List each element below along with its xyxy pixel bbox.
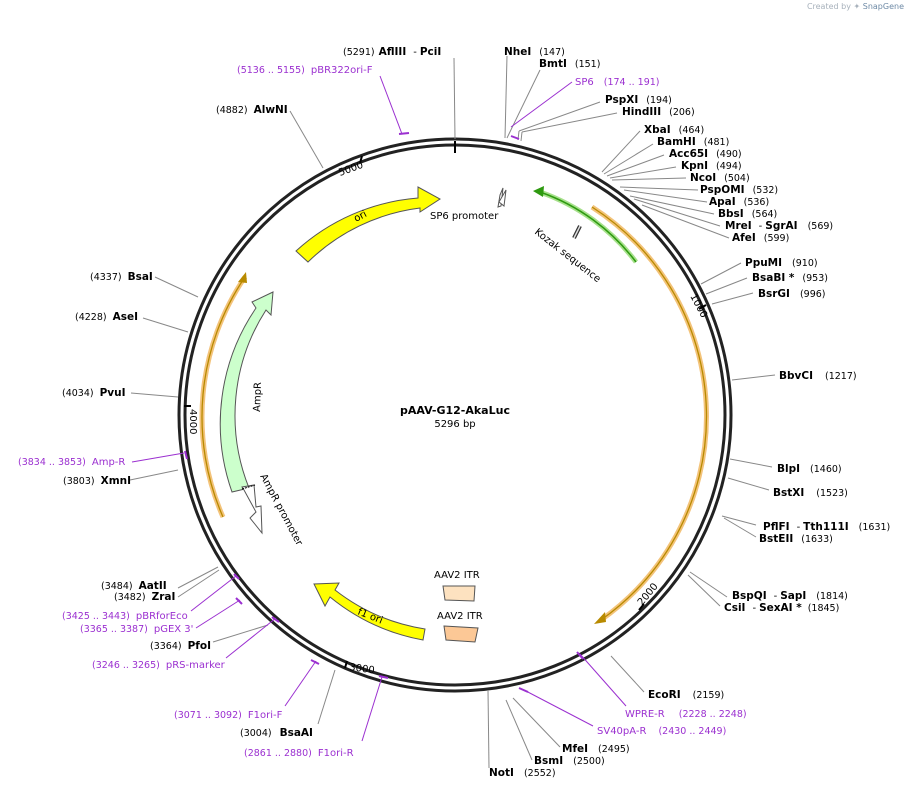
tick-label-3000: 3000: [349, 662, 376, 676]
site-kpnI[interactable]: KpnI(494): [681, 160, 742, 172]
feature-f1-ori: f1 ori: [313, 582, 426, 641]
site-leader-lines: [129, 55, 776, 769]
orf2-arrowhead-icon: [238, 272, 247, 283]
snapgene-logo-icon: ✦: [853, 2, 861, 11]
primer-sp6[interactable]: SP6(174 .. 191): [575, 77, 660, 88]
site-bmtI[interactable]: BmtI(151): [539, 58, 600, 70]
plasmid-name: pAAV-G12-AkaLuc: [400, 404, 510, 417]
feature-kozak-label: Kozak sequence: [532, 227, 602, 285]
site-bstXI[interactable]: BstXI(1523): [773, 487, 848, 499]
site-csiI-sexAI[interactable]: CsiI-SexAI *(1845): [724, 602, 839, 614]
site-bbvCI[interactable]: BbvCI(1217): [779, 370, 857, 382]
site-pspOMI[interactable]: PspOMI(532): [700, 184, 778, 196]
feature-kozak: Kozak sequence: [532, 225, 603, 285]
site-bsrGI[interactable]: BsrGI(996): [758, 288, 826, 300]
site-aseI[interactable]: (4228)AseI: [75, 311, 138, 323]
kozak-arrow: [533, 186, 638, 264]
site-bspQI-sapI[interactable]: BspQI-SapI(1814): [732, 590, 848, 602]
site-bamHI[interactable]: BamHI(481): [657, 136, 729, 148]
sp6-promoter-arrow-icon: [498, 189, 507, 207]
site-zraI[interactable]: (3482)ZraI: [114, 591, 175, 603]
site-ppuMI[interactable]: PpuMI(910): [745, 257, 818, 269]
primer-f1ori-f[interactable]: (3071 .. 3092)F1ori-F: [174, 710, 283, 721]
site-xmnI[interactable]: (3803)XmnI: [63, 475, 131, 487]
snapgene-credit: Created by ✦ SnapGene: [807, 2, 904, 11]
site-alwNI[interactable]: (4882)AlwNI: [216, 104, 288, 116]
site-pspXI[interactable]: PspXI(194): [605, 94, 672, 106]
primer-sv40pa-r[interactable]: SV40pA-R(2430 .. 2449): [597, 726, 726, 737]
primer-pbrforeco[interactable]: (3425 .. 3443)pBRforEco: [62, 611, 188, 622]
tick-label-4000: 4000: [187, 409, 198, 434]
feature-aav2-itrs: AAV2 ITR AAV2 ITR: [434, 570, 483, 643]
site-bbsI[interactable]: BbsI(564): [718, 208, 777, 220]
feature-f1-ori-label: f1 ori: [356, 607, 384, 627]
site-pflFI-tth111I[interactable]: PflFI-Tth111I(1631): [763, 521, 890, 533]
feature-ori-label: ori: [352, 209, 369, 225]
site-aflIII[interactable]: (5291)AflIII-PciI: [343, 46, 441, 58]
primer-wpre-r[interactable]: WPRE-R(2228 .. 2248): [625, 709, 747, 720]
site-apaI[interactable]: ApaI(536): [709, 196, 769, 208]
orf-arrowhead-icon: [594, 612, 606, 624]
credit-prefix: Created by: [806, 2, 851, 11]
primer-pbr322ori-f[interactable]: (5136 .. 5155)pBR322ori-F: [237, 65, 373, 76]
site-mreI-sgrAI[interactable]: MreI-SgrAI(569): [725, 220, 833, 232]
aav2-itr-right: [443, 625, 479, 643]
primer-f1ori-r[interactable]: (2861 .. 2880)F1ori-R: [244, 748, 354, 759]
site-ecoRI[interactable]: EcoRI(2159): [648, 689, 724, 701]
site-bsmI[interactable]: BsmI(2500): [534, 755, 605, 767]
primer-pgex-3[interactable]: (3365 .. 3387)pGEX 3': [80, 624, 193, 635]
site-pvuI[interactable]: (4034)PvuI: [62, 387, 126, 399]
feature-ori: ori: [295, 186, 441, 263]
site-hindIII[interactable]: HindIII(206): [622, 106, 695, 118]
site-bstEII[interactable]: BstEII(1633): [759, 533, 833, 545]
site-notI[interactable]: NotI(2552): [489, 767, 556, 779]
site-blpI[interactable]: BlpI(1460): [777, 463, 842, 475]
plasmid-length: 5296 bp: [434, 419, 475, 430]
feature-ampr: AmpR: [219, 291, 274, 493]
site-pfoI[interactable]: (3364)PfoI: [150, 640, 211, 652]
restriction-sites: (5291)AflIII-PciI NheI(147) BmtI(151) Ps…: [62, 46, 890, 779]
orf-arcs: [199, 204, 709, 624]
primer-amp-r[interactable]: (3834 .. 3853)Amp-R: [18, 457, 125, 468]
site-mfeI[interactable]: MfeI(2495): [562, 743, 630, 755]
feature-aav2-itr-label-1: AAV2 ITR: [434, 570, 480, 581]
site-acc65I[interactable]: Acc65I(490): [669, 148, 742, 160]
feature-sp6-promoter: SP6 promoter: [430, 187, 507, 222]
site-xbaI[interactable]: XbaI(464): [644, 124, 704, 136]
site-bsaI[interactable]: (4337)BsaI: [90, 271, 153, 283]
primers: (5136 .. 5155)pBR322ori-F SP6(174 .. 191…: [18, 65, 747, 759]
feature-sp6-promoter-label: SP6 promoter: [430, 211, 499, 222]
site-nheI[interactable]: NheI(147): [504, 46, 565, 58]
feature-aav2-itr-label-2: AAV2 ITR: [437, 611, 483, 622]
feature-ampr-promoter-label: AmpR promoter: [257, 472, 304, 548]
aav2-itr-left: [442, 585, 476, 602]
site-bsaBI[interactable]: BsaBI *(953): [752, 272, 828, 284]
primer-binding-marks: [184, 132, 584, 693]
site-ncoI[interactable]: NcoI(504): [690, 172, 750, 184]
site-afeI[interactable]: AfeI(599): [732, 232, 789, 244]
primer-leader-lines: [131, 75, 627, 742]
primer-prs-marker[interactable]: (3246 .. 3265)pRS-marker: [92, 660, 226, 671]
feature-ampr-promoter: AmpR promoter: [241, 472, 305, 548]
feature-ampr-label: AmpR: [252, 382, 264, 412]
site-bsaAI[interactable]: (3004)BsaAI: [240, 727, 313, 739]
site-aatII[interactable]: (3484)AatII: [101, 580, 167, 592]
credit-brand: SnapGene: [862, 2, 904, 11]
